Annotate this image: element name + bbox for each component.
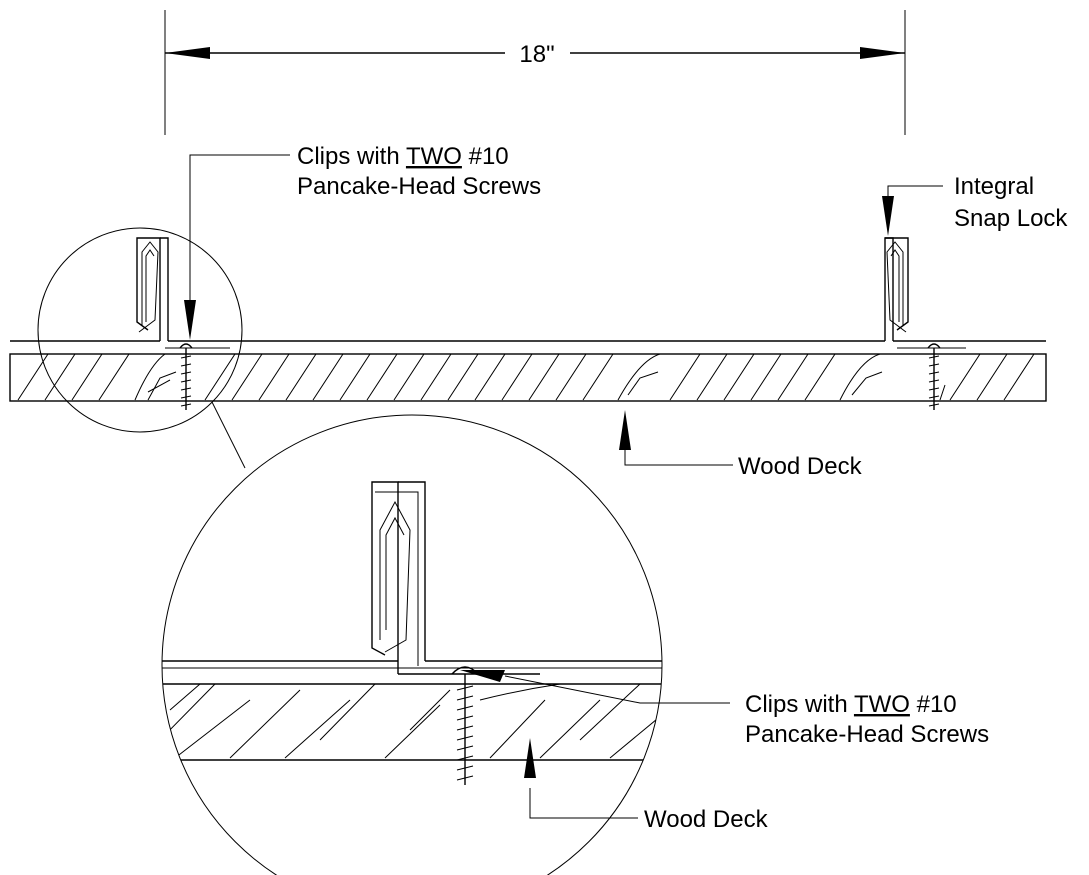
label-clips-detail-line1: Clips with TWO #10 xyxy=(745,691,957,718)
label-snap-line2: Snap Lock xyxy=(954,205,1068,232)
label-wood-deck-top: Wood Deck xyxy=(738,453,863,480)
label-clips-detail-line2: Pancake-Head Screws xyxy=(745,721,989,748)
leader-snap-lock xyxy=(882,185,943,236)
leader-wood-deck-detail xyxy=(524,738,638,819)
label-wood-deck-detail: Wood Deck xyxy=(644,806,769,833)
right-seam xyxy=(884,237,909,341)
label-snap-line1: Integral xyxy=(954,173,1034,200)
label-clips-top-line2: Pancake-Head Screws xyxy=(297,173,541,200)
wood-deck xyxy=(9,353,1047,402)
left-seam xyxy=(136,237,169,341)
screw-right xyxy=(927,343,941,410)
leader-clips-top xyxy=(184,154,290,340)
label-clips-top-line1: Clips with TWO #10 xyxy=(297,143,509,170)
panel-sheet xyxy=(10,340,1046,349)
screw-left xyxy=(179,343,193,410)
dimension-18in: 18" xyxy=(164,10,906,135)
detail-callout-circle xyxy=(37,227,246,469)
dimension-arrow-left xyxy=(165,47,210,59)
leader-clips-detail xyxy=(460,670,730,704)
dimension-label: 18" xyxy=(519,41,554,68)
detail-enlargement xyxy=(161,414,663,875)
leader-wood-deck-top xyxy=(619,410,733,466)
dimension-arrow-right xyxy=(860,47,905,59)
